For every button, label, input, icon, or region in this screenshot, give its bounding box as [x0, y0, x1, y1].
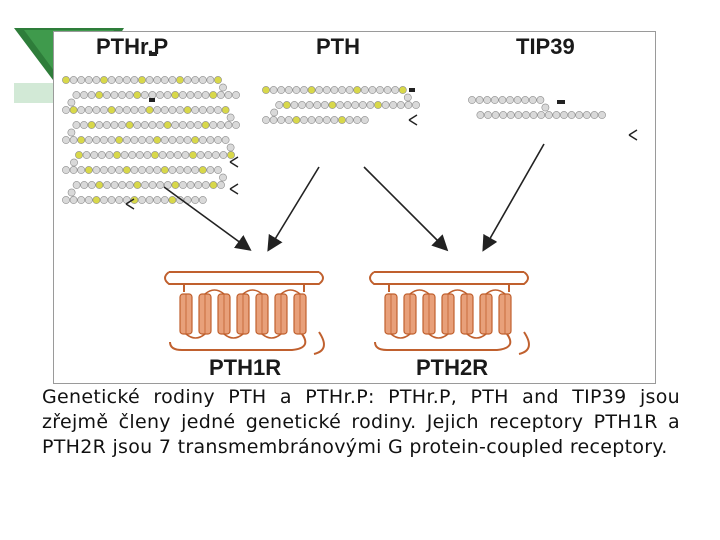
label-pthrp: PTHr.P: [96, 34, 168, 59]
pth-chain: [262, 86, 420, 124]
pth1r-receptor: [164, 271, 325, 355]
peptide-chains: [62, 52, 638, 210]
end-mark-2: [149, 98, 155, 102]
label-pth1r: PTH1R: [209, 355, 281, 380]
arrow-tip39-pth2r: [482, 143, 545, 252]
label-tip39: TIP39: [516, 34, 575, 59]
label-pth2r: PTH2R: [416, 355, 488, 380]
receptors: [164, 271, 530, 355]
caption-text: Genetické rodiny PTH a PTHr.P: PTHr.P, P…: [42, 386, 680, 458]
fork-1: [229, 156, 239, 168]
pth2r-receptor: [369, 271, 530, 355]
arrow-pth-pth2r: [363, 166, 449, 252]
end-mark-4: [557, 100, 565, 104]
label-pth: PTH: [316, 34, 360, 59]
gene-family-figure: PTHr.P PTH TIP39 PTH1R PTH2R: [53, 31, 656, 384]
end-mark-3: [409, 88, 415, 92]
fork-2: [229, 183, 239, 195]
fork-5: [628, 129, 638, 141]
tip39-chain: [468, 96, 606, 119]
arrows: [163, 143, 545, 252]
end-mark-1: [149, 52, 157, 56]
fork-4: [408, 114, 418, 126]
fork-3: [125, 198, 135, 210]
arrow-pthrp-pth1r: [163, 186, 252, 251]
diagram-canvas: PTHr.P PTH TIP39 PTH1R PTH2R: [62, 34, 638, 380]
arrow-pth-pth1r: [267, 166, 320, 252]
pthrp-chain: [62, 76, 240, 204]
